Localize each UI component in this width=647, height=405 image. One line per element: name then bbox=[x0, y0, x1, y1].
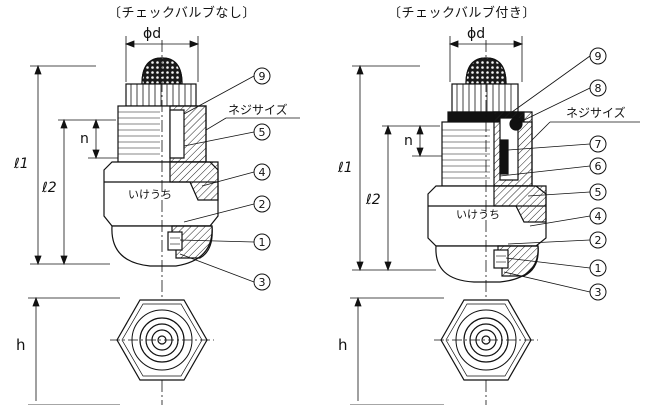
svg-text:6: 6 bbox=[595, 160, 602, 173]
svg-text:5: 5 bbox=[259, 126, 266, 139]
callout-left-3: 3 bbox=[253, 273, 271, 291]
n-left: n bbox=[80, 131, 89, 147]
title-without-check-valve: 〔チェックバルブなし〕 bbox=[108, 6, 256, 21]
h-right: h bbox=[338, 336, 348, 354]
svg-text:1: 1 bbox=[595, 262, 602, 275]
svg-text:1: 1 bbox=[259, 236, 266, 249]
callout-right-5: 5 bbox=[589, 183, 607, 201]
callout-right-7: 7 bbox=[589, 135, 607, 153]
callout-right-3: 3 bbox=[589, 283, 607, 301]
l1-left: ℓ1 bbox=[13, 156, 29, 172]
svg-text:4: 4 bbox=[595, 210, 602, 223]
nozzle-right bbox=[427, 40, 547, 405]
phi-d-left: ϕd bbox=[143, 26, 161, 42]
callout-right-2: 2 bbox=[589, 231, 607, 249]
callout-right-8: 8 bbox=[589, 79, 607, 97]
callout-right-6: 6 bbox=[589, 157, 607, 175]
svg-text:5: 5 bbox=[595, 186, 602, 199]
h-left: h bbox=[16, 336, 26, 354]
callouts-left: 9 5 4 2 1 3 bbox=[253, 67, 271, 291]
brand-label-right: いけうち bbox=[456, 208, 500, 221]
svg-text:2: 2 bbox=[595, 234, 602, 247]
n-right: n bbox=[404, 133, 413, 149]
l1-right: ℓ1 bbox=[337, 160, 353, 176]
svg-text:2: 2 bbox=[259, 198, 266, 211]
svg-text:3: 3 bbox=[595, 286, 602, 299]
callout-left-5: 5 bbox=[253, 123, 271, 141]
phi-d-right: ϕd bbox=[467, 26, 485, 42]
nozzle-left bbox=[103, 40, 219, 405]
callouts-right: 9 8 7 6 5 4 2 1 3 bbox=[589, 47, 607, 301]
title-with-check-valve: 〔チェックバルブ付き〕 bbox=[388, 6, 536, 21]
bottom-view-left bbox=[110, 299, 214, 381]
callout-right-1: 1 bbox=[589, 259, 607, 277]
bottom-view-right bbox=[434, 299, 538, 381]
svg-text:9: 9 bbox=[595, 50, 602, 63]
svg-text:9: 9 bbox=[259, 70, 266, 83]
callout-left-2: 2 bbox=[253, 195, 271, 213]
callout-right-9: 9 bbox=[589, 47, 607, 65]
callout-left-4: 4 bbox=[253, 163, 271, 181]
dims-right bbox=[350, 36, 524, 405]
l2-left: ℓ2 bbox=[41, 180, 57, 196]
callout-left-9: 9 bbox=[253, 67, 271, 85]
callout-left-1: 1 bbox=[253, 233, 271, 251]
svg-text:7: 7 bbox=[595, 138, 602, 151]
brand-label-left: いけうち bbox=[128, 188, 172, 201]
callout-right-4: 4 bbox=[589, 207, 607, 225]
thread-size-label-right: ネジサイズ bbox=[566, 105, 626, 120]
svg-text:8: 8 bbox=[595, 82, 602, 95]
l2-right: ℓ2 bbox=[365, 192, 381, 208]
thread-size-label-left: ネジサイズ bbox=[228, 102, 288, 117]
dims-left bbox=[28, 36, 200, 405]
svg-text:3: 3 bbox=[259, 276, 266, 289]
svg-text:4: 4 bbox=[259, 166, 266, 179]
